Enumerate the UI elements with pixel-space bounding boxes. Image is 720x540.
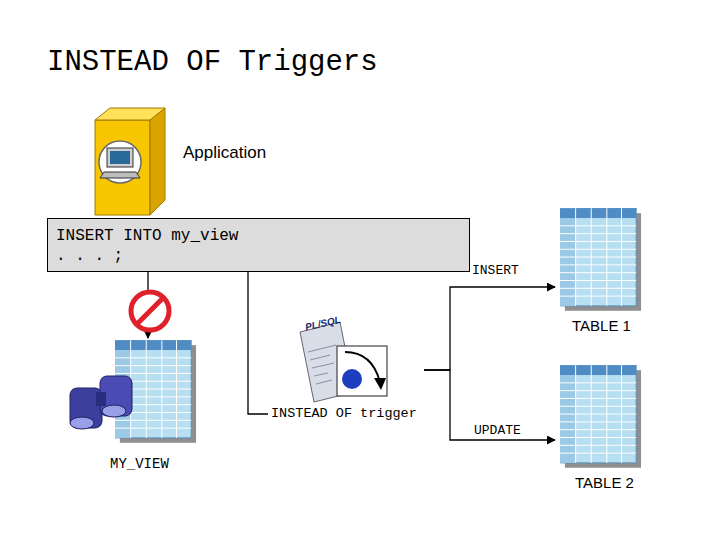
- node-label: TABLE 1: [572, 317, 631, 334]
- table-node: TABLE 2: [555, 363, 647, 493]
- binoculars-icon: [70, 376, 132, 429]
- connector-line: [147, 272, 148, 338]
- node-label: PL/SQL: [304, 314, 342, 333]
- box-top: [95, 108, 165, 120]
- node-label: TABLE 2: [575, 474, 634, 491]
- connector-line: [424, 370, 555, 440]
- table-icon: [560, 208, 641, 311]
- keyboard: [100, 172, 140, 178]
- prohibited-ring: [131, 292, 169, 330]
- trigger-badge: [337, 346, 387, 396]
- binocular-lens: [70, 417, 94, 429]
- connector-line: [424, 287, 555, 370]
- diagram-title: INSTEAD OF Triggers: [47, 46, 378, 79]
- plsql-icon: [300, 322, 387, 402]
- connector-line: [248, 272, 268, 414]
- box-side: [150, 108, 165, 215]
- document-lines: [308, 345, 336, 384]
- trigger-node: INSTEAD OF trigger: [268, 318, 424, 426]
- table-icon: [115, 340, 196, 443]
- sql-statement-box: INSERT INTO my_view . . . ;: [47, 218, 470, 272]
- binocular-lens: [102, 405, 126, 417]
- node-label: Application: [183, 143, 266, 163]
- application-node: Application: [88, 103, 288, 218]
- document-page: [300, 322, 354, 402]
- prohibited-sign: [131, 292, 169, 330]
- view-node: MY_VIEW: [66, 336, 198, 474]
- prohibited-slash: [137, 298, 163, 324]
- node-label: INSERT INTO my_view . . . ;: [56, 226, 256, 266]
- monitor: [107, 148, 133, 167]
- node-label: INSTEAD OF trigger: [271, 406, 417, 421]
- binocular-barrel: [70, 388, 102, 428]
- edge-label: INSERT: [472, 263, 519, 278]
- edge-label: UPDATE: [474, 423, 521, 438]
- monitor-screen: [110, 151, 130, 164]
- table-node: TABLE 1: [555, 206, 647, 336]
- icon-badge: [99, 141, 141, 183]
- box-front: [95, 120, 150, 215]
- trigger-arrow: [345, 352, 380, 382]
- binocular-barrel: [100, 376, 132, 416]
- table-icon: [560, 365, 641, 468]
- trigger-arrowhead: [374, 378, 386, 390]
- application-icon: [95, 108, 165, 215]
- trigger-dot: [342, 369, 362, 389]
- node-label: MY_VIEW: [110, 456, 169, 472]
- binocular-bridge: [96, 392, 106, 406]
